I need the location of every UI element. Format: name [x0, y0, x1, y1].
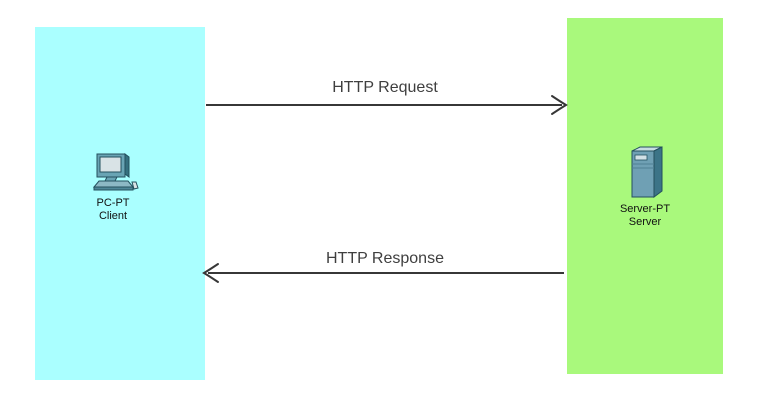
- client-zone: [35, 27, 205, 380]
- server-side-face: [653, 146, 663, 198]
- server-name-label: Server: [628, 216, 662, 228]
- pc-keyboard-front: [93, 186, 134, 191]
- client-type-label: PC-PT: [96, 197, 130, 209]
- client-device-label: PC-PT Client: [53, 197, 173, 223]
- http-request-arrowhead: [551, 95, 568, 115]
- server-front-face: [631, 150, 655, 198]
- server-device-label: Server-PT Server: [585, 203, 705, 229]
- pc-keyboard-top: [92, 180, 135, 188]
- server-icon: [631, 146, 663, 198]
- client-name-label: Client: [98, 210, 128, 222]
- pc-icon: [92, 153, 139, 191]
- server-drive-bay: [634, 154, 648, 161]
- http-response-arrowhead: [202, 263, 219, 283]
- http-request-arrow: [206, 95, 568, 115]
- pc-screen: [99, 156, 122, 173]
- pc-monitor-neck: [104, 176, 118, 182]
- http-response-label: HTTP Response: [326, 250, 444, 267]
- http-request-label: HTTP Request: [332, 79, 438, 96]
- server-type-label: Server-PT: [619, 203, 671, 215]
- pc-monitor-side: [124, 153, 130, 178]
- pc-mouse: [131, 181, 139, 190]
